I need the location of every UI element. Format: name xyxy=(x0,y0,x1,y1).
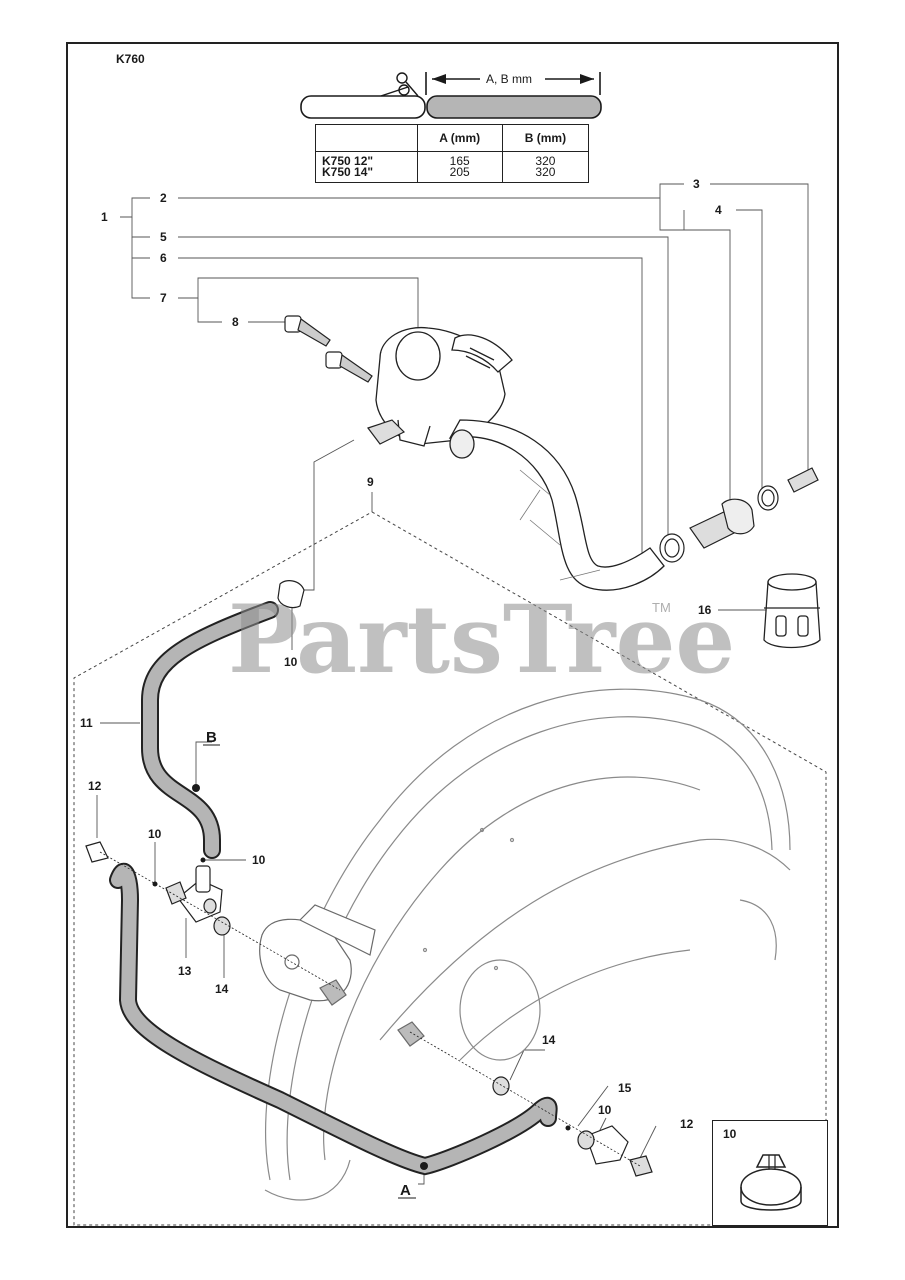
callout-15: 15 xyxy=(618,1081,632,1095)
inset-label: 10 xyxy=(723,1127,737,1141)
dimension-label: A, B mm xyxy=(486,72,533,86)
hose-length-table: A (mm) B (mm) K750 12" K750 14" 165 205 … xyxy=(315,124,590,183)
hose-11-fill xyxy=(143,603,277,857)
hose-a-fill xyxy=(111,864,556,1174)
callout-14-left: 14 xyxy=(215,982,229,996)
nut-14-left xyxy=(213,916,231,936)
table-cell-a: 165 205 xyxy=(416,151,503,183)
screw-8 xyxy=(284,315,373,383)
callout-10-top: 10 xyxy=(284,655,298,669)
leader-lines xyxy=(96,183,809,1185)
hose-clamp-icon xyxy=(740,1154,802,1211)
row-b-value: 320 xyxy=(535,165,556,179)
callout-4: 4 xyxy=(715,203,722,217)
clamp-10-top xyxy=(277,580,305,609)
guard-bracket xyxy=(259,904,425,1047)
callout-10-mid: 10 xyxy=(252,853,266,867)
callout-14-right: 14 xyxy=(542,1033,556,1047)
valve-15 xyxy=(577,1125,629,1165)
nipple xyxy=(367,419,406,445)
main-water-hose xyxy=(448,419,665,591)
callout-16: 16 xyxy=(698,603,712,617)
table-cell-models: K750 12" K750 14" xyxy=(315,151,418,183)
assembly-boundary xyxy=(73,511,827,1226)
nut-14-right xyxy=(492,1076,510,1096)
callout-8: 8 xyxy=(232,315,239,329)
watermark: PartsTree xyxy=(228,585,736,695)
hose-end-a-marker xyxy=(420,1162,428,1170)
quick-coupling-parts xyxy=(659,467,819,563)
nozzle-12-right xyxy=(629,1155,653,1177)
nozzle-12-left xyxy=(85,841,109,863)
callout-6: 6 xyxy=(160,251,167,265)
clamp-inset-box: 10 xyxy=(712,1120,828,1226)
callout-7: 7 xyxy=(160,291,167,305)
callout-13: 13 xyxy=(178,964,192,978)
row-b-value: 320 xyxy=(535,154,556,168)
callout-11: 11 xyxy=(80,716,93,730)
row-model: K750 12" xyxy=(322,154,374,168)
row-a-value: 205 xyxy=(449,165,470,179)
callout-12-right: 12 xyxy=(680,1117,694,1131)
watermark-trademark: TM xyxy=(652,600,671,615)
table-row: K750 12" K750 14" 165 205 320 320 xyxy=(315,151,590,183)
blade-guard xyxy=(264,688,791,1201)
alignment-lines xyxy=(99,851,641,1167)
callout-10-right: 10 xyxy=(598,1103,612,1117)
scissors-icon xyxy=(380,72,419,97)
callout-9: 9 xyxy=(367,475,374,489)
row-model: K750 14" xyxy=(322,165,374,179)
table-header-b: B (mm) xyxy=(501,124,590,152)
table-header-row: A (mm) B (mm) xyxy=(315,124,590,152)
table-header-a: A (mm) xyxy=(416,124,503,152)
hose-end-label-a: A xyxy=(400,1182,411,1199)
dot-10-a xyxy=(152,881,158,887)
hose-connector-16 xyxy=(763,573,821,649)
callout-12-left: 12 xyxy=(88,779,102,793)
table-header-model xyxy=(315,124,418,152)
hose-length-illustration xyxy=(300,72,602,119)
table-cell-b: 320 320 xyxy=(501,151,590,183)
callout-1: 1 xyxy=(101,210,108,224)
callout-10-left: 10 xyxy=(148,827,162,841)
dot-10-b xyxy=(200,857,206,863)
callout-3: 3 xyxy=(693,177,700,191)
callout-5: 5 xyxy=(160,230,167,244)
callout-2: 2 xyxy=(160,191,167,205)
valve-13 xyxy=(165,865,223,923)
hose-end-label-b: B xyxy=(206,729,217,746)
hose-end-b-marker xyxy=(192,784,200,792)
dot-10-c xyxy=(565,1125,571,1131)
row-a-value: 165 xyxy=(449,154,470,168)
handle-clamp xyxy=(375,326,513,447)
model-title: K760 xyxy=(116,52,145,66)
